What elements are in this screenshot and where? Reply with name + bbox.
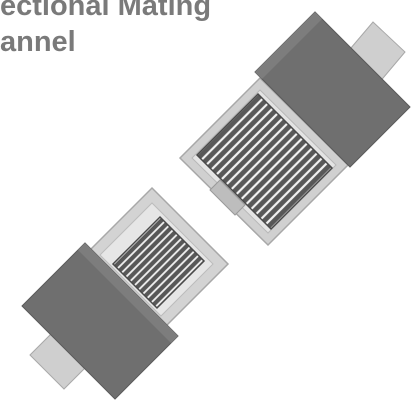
bidirectional-connector-upper-icon xyxy=(180,12,410,245)
bidirectional-connector-lower-icon xyxy=(22,188,228,399)
